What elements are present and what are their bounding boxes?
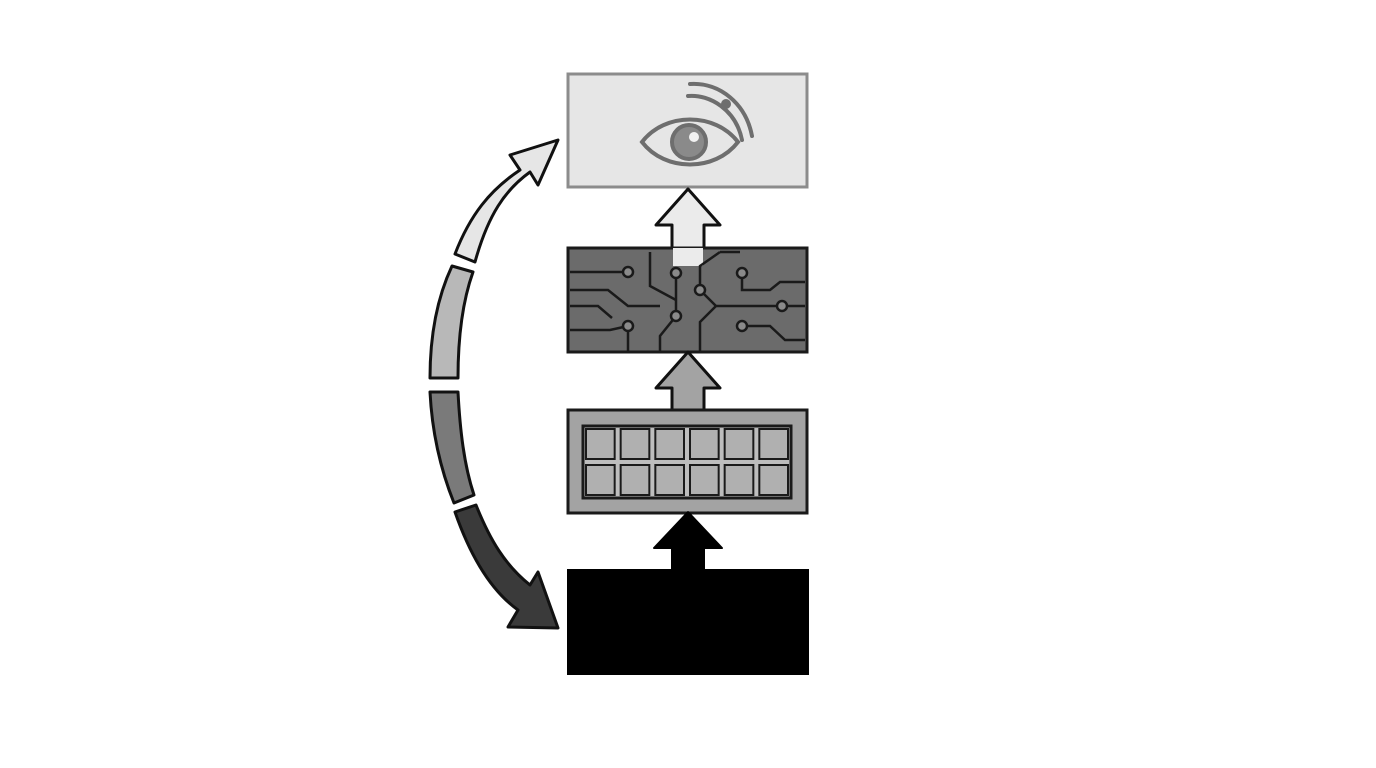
feedback-segment-upper (428, 264, 475, 380)
feedback-segment-top (453, 138, 560, 264)
feedback-segment-bottom (453, 503, 560, 630)
grid-cell (723, 464, 755, 496)
grid-cell (619, 428, 651, 460)
grid-frame (581, 424, 793, 500)
grid-cells-icon (581, 424, 793, 500)
grid-cell (654, 464, 685, 496)
grid-cell (758, 428, 789, 460)
grid-layer (566, 408, 809, 515)
feedback-loop-arrow (428, 138, 560, 630)
grid-cell (654, 428, 685, 460)
eye-sensor-icon (639, 81, 754, 167)
grid-cell (619, 464, 651, 496)
grid-cell (585, 464, 616, 496)
arrow-up-grid-to-processing (654, 350, 722, 414)
feedback-segment-lower (428, 390, 476, 505)
circuit-board-icon (570, 250, 805, 352)
grid-cell (585, 428, 616, 460)
grid-cell (723, 428, 755, 460)
processing-layer (566, 246, 809, 354)
grid-cell (689, 464, 720, 496)
grid-cell (758, 464, 789, 496)
base-layer (567, 569, 809, 675)
grid-cell (689, 428, 720, 460)
arrow-up-processing-to-perception (654, 187, 722, 252)
perception-layer (566, 72, 809, 189)
arrow-up-base-to-grid (653, 511, 723, 573)
